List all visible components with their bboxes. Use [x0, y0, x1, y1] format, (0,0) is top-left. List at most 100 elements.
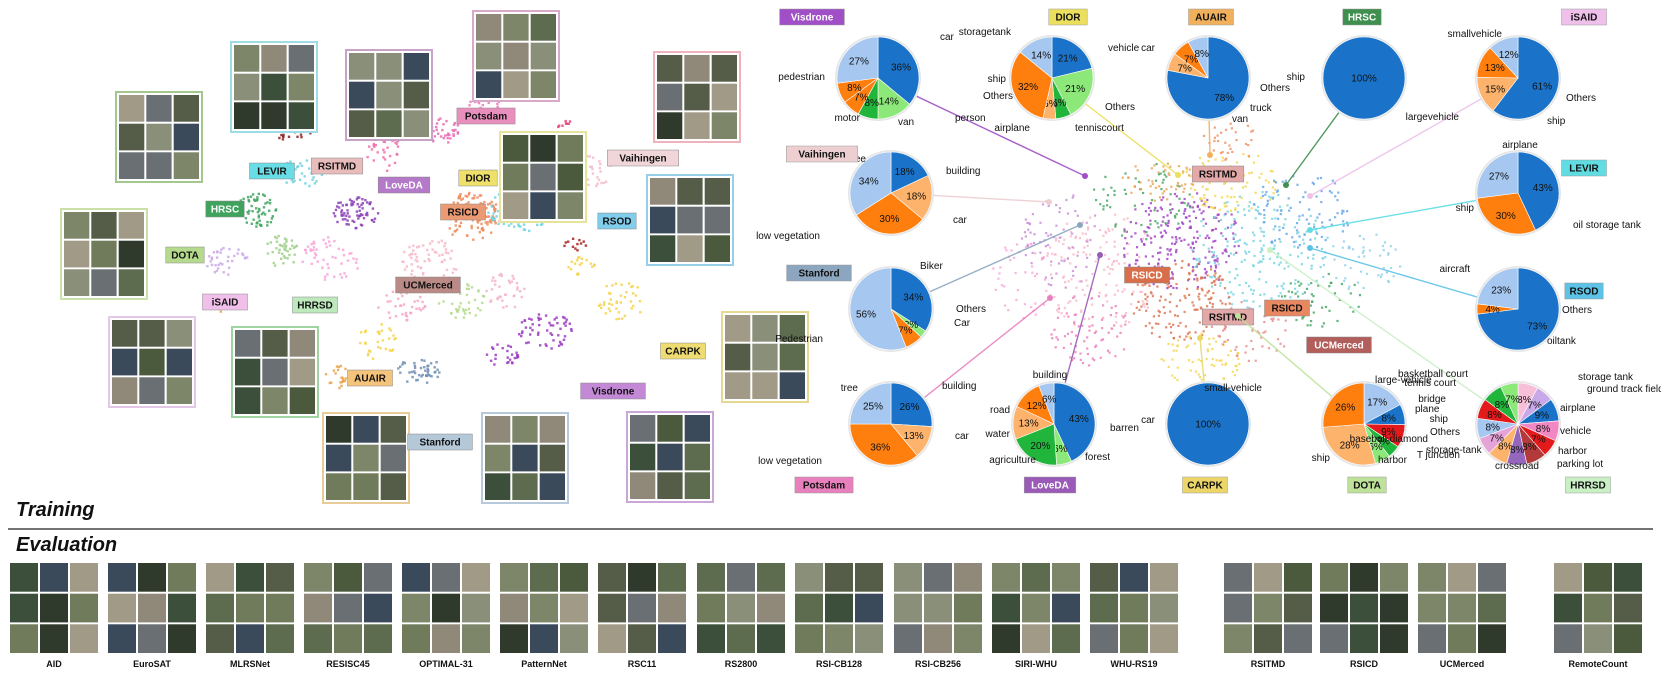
scatter-point — [415, 256, 418, 259]
scatter-point — [1024, 271, 1027, 274]
pie-title-box — [1023, 476, 1077, 494]
scatter-point — [449, 257, 452, 260]
pie-percent-label: 8% — [1510, 445, 1525, 456]
evaluation-thumbnail-tile — [1478, 624, 1506, 653]
scatter-point — [1157, 171, 1160, 174]
scatter-point — [528, 229, 531, 233]
scatter-point — [1114, 305, 1117, 308]
scatter-point — [425, 381, 429, 384]
scatter-point — [1220, 232, 1223, 235]
scatter-point — [1212, 337, 1215, 340]
evaluation-thumbnail-tile — [206, 624, 234, 653]
scatter-point — [1218, 208, 1221, 211]
scatter-point — [383, 158, 387, 161]
scatter-point — [397, 367, 400, 370]
scatter-point — [997, 277, 1000, 280]
thumbnail-tile — [684, 415, 710, 442]
scatter-point — [490, 205, 493, 208]
scatter-point — [1262, 257, 1265, 261]
scatter-point — [1207, 160, 1210, 163]
evaluation-thumbnail-tile — [757, 563, 785, 592]
scatter-point — [1080, 310, 1083, 314]
scatter-point — [345, 203, 348, 207]
scatter-point — [600, 181, 603, 185]
scatter-point — [1243, 208, 1246, 211]
scatter-point — [1259, 227, 1262, 230]
pie-slice — [1019, 36, 1053, 79]
thumbnail-tile — [711, 55, 737, 82]
scatter-point — [1152, 315, 1155, 318]
scatter-point — [444, 248, 448, 251]
scatter-point — [464, 312, 467, 315]
pie-title: Vaihingen — [798, 150, 845, 161]
scatter-point — [1216, 260, 1219, 263]
scatter-point — [447, 252, 450, 255]
scatter-point — [423, 305, 427, 308]
thumbnail-tile — [380, 444, 406, 472]
thumbnail-tile — [530, 71, 556, 98]
pie-category-label: ship — [1456, 203, 1475, 214]
scatter-point — [517, 223, 520, 226]
scatter-point — [1362, 286, 1365, 290]
scatter-point — [1183, 187, 1186, 190]
scatter-point — [1273, 179, 1276, 182]
scatter-point — [1211, 207, 1214, 210]
scatter-point — [1116, 253, 1120, 256]
scatter-point — [1066, 332, 1070, 335]
scatter-point — [476, 307, 480, 310]
scatter-point — [299, 162, 302, 165]
scatter-point — [441, 128, 444, 132]
scatter-point — [380, 323, 383, 326]
scatter-point — [1215, 359, 1218, 362]
scatter-point — [1165, 175, 1168, 178]
scatter-point — [1166, 253, 1169, 256]
scatter-point — [1382, 249, 1385, 252]
scatter-point — [1213, 126, 1216, 129]
scatter-point — [1210, 296, 1213, 299]
pie-percent-label: 23% — [1491, 285, 1511, 296]
scatter-point — [327, 266, 330, 270]
scatter-point — [270, 217, 274, 220]
scatter-point — [1111, 263, 1114, 266]
scatter-point — [570, 329, 573, 332]
pie-category-label: aircraft — [1439, 264, 1470, 275]
scatter-point — [1273, 261, 1276, 265]
scatter-point — [1233, 220, 1236, 223]
scatter-point — [1023, 231, 1027, 234]
scatter-point — [1223, 324, 1227, 327]
scatter-point — [1088, 329, 1091, 332]
scatter-point — [462, 308, 465, 311]
evaluation-dataset: PatternNet — [500, 563, 588, 669]
evaluation-dataset: SIRI-WHU — [992, 563, 1080, 669]
scatter-point — [1234, 348, 1237, 351]
scatter-point — [343, 212, 346, 215]
scatter-point — [1147, 213, 1151, 216]
scatter-point — [1207, 298, 1210, 301]
scatter-point — [1208, 301, 1212, 304]
scatter-point — [1229, 147, 1232, 150]
pie-category-label: motor — [834, 113, 860, 124]
scatter-point — [249, 195, 253, 198]
pie-leader-dot — [1046, 199, 1052, 205]
scatter-point — [487, 211, 490, 214]
scatter-point — [277, 251, 281, 254]
scatter-point — [1151, 180, 1154, 183]
pie-title-box — [786, 264, 852, 282]
scatter-point — [338, 386, 341, 390]
scatter-point — [1357, 305, 1360, 308]
thumbnail-tile — [349, 81, 375, 109]
scatter-point — [1243, 242, 1246, 245]
scatter-point — [1123, 188, 1126, 191]
evaluation-dataset: RESISC45 — [304, 563, 392, 669]
scatter-point — [1291, 236, 1294, 239]
scatter-point — [564, 119, 567, 123]
thumbnail-tile — [376, 53, 402, 80]
pie-category-label: harbor — [1558, 446, 1588, 457]
scatter-point — [492, 205, 495, 208]
scatter-point — [1221, 159, 1224, 162]
tsne-label-box — [165, 246, 205, 264]
scatter-point — [1273, 244, 1276, 247]
scatter-point — [1188, 335, 1191, 338]
scatter-point — [345, 275, 348, 278]
scatter-point — [1306, 256, 1310, 259]
